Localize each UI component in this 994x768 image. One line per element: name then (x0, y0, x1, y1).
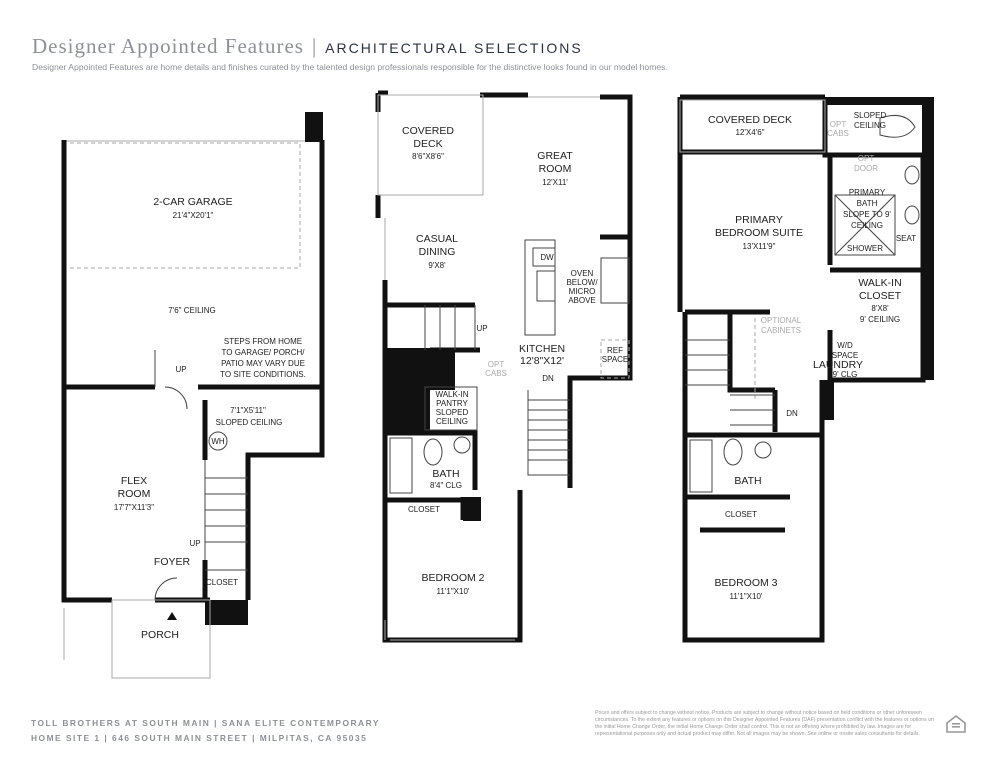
pantry-label-line: SLOPED (436, 408, 469, 417)
flex-room-name-2: ROOM (118, 488, 151, 500)
walk-in-closet-dims: 8'X8' (871, 304, 889, 313)
up-label: UP (175, 365, 186, 374)
footer-line-1: TOLL BROTHERS AT SOUTH MAIN | SANA ELITE… (31, 718, 380, 728)
dishwasher-label: DW (540, 253, 554, 262)
laundry-note: 9' CLG (833, 370, 858, 379)
opt-door-label: DOOR (854, 164, 878, 173)
garage-name: 2-CAR GARAGE (153, 196, 232, 208)
opt-cabs-label: CABS (827, 129, 849, 138)
shower-label: SHOWER (847, 244, 883, 253)
bedroom-2-dims: 11'1"X10' (437, 587, 470, 596)
flex-room-name: FLEX (121, 475, 147, 487)
primary-suite-name-2: BEDROOM SUITE (715, 227, 803, 239)
wd-space-label: W/D (837, 341, 853, 350)
opt-cabs-label: OPT (488, 360, 505, 369)
wd-space-label: SPACE (832, 351, 859, 360)
title-separator: | (311, 34, 318, 58)
porch-label: PORCH (141, 629, 179, 641)
flex-room-dims: 17'7"X11'3" (114, 503, 154, 512)
page-description: Designer Appointed Features are home det… (32, 62, 668, 72)
casual-dining-name: CASUAL (416, 233, 458, 245)
walk-in-closet-name: WALK-IN (858, 277, 901, 289)
bedroom-2-name: BEDROOM 2 (421, 572, 484, 584)
water-heater-label: WH (211, 437, 225, 446)
seat-label: SEAT (896, 234, 916, 243)
oven-label-line: BELOW/ (566, 278, 598, 287)
bath-name: BATH (432, 468, 459, 480)
bath-name: BATH (734, 475, 761, 487)
steps-note-line: PATIO MAY VARY DUE (221, 359, 305, 368)
footer-line-2: HOME SITE 1 | 646 SOUTH MAIN STREET | MI… (31, 733, 368, 743)
steps-note-line: TO SITE CONDITIONS. (220, 370, 306, 379)
bedroom-3-name: BEDROOM 3 (714, 577, 777, 589)
great-room-name-2: ROOM (539, 163, 572, 175)
kitchen-dims: 12'8"X12' (520, 355, 564, 367)
primary-bath-label: SLOPE TO 9' (843, 210, 891, 219)
steps-note-line: TO GARAGE/ PORCH/ (222, 348, 306, 357)
oven-label-line: OVEN (571, 269, 594, 278)
casual-dining-dims: 9'X8' (428, 261, 446, 270)
up-label: UP (476, 324, 487, 333)
pantry-label-line: WALK-IN (435, 390, 468, 399)
casual-dining-name-2: DINING (419, 246, 456, 258)
community-address: TOLL BROTHERS AT SOUTH MAIN | SANA ELITE… (31, 716, 380, 746)
closet-label: CLOSET (408, 505, 440, 514)
oven-label-line: ABOVE (568, 296, 596, 305)
first-floor-plan: 2-CAR GARAGE 21'4"X20'1" 7'6" CEILING ST… (61, 112, 325, 679)
opt-cabs-label: OPT (830, 120, 847, 129)
legal-disclaimer: Prices and offers subject to change with… (595, 710, 935, 737)
foyer-label: FOYER (154, 556, 191, 568)
kitchen-name: KITCHEN (519, 343, 565, 355)
bedroom-3-dims: 11'1"X10' (730, 592, 763, 601)
covered-deck-name: COVERED (402, 125, 454, 137)
garage-dims: 21'4"X20'1" (173, 211, 214, 220)
opt-door-label: OPT (858, 154, 875, 163)
equal-housing-opportunity-icon (946, 714, 966, 733)
laundry-name: LAUNDRY (813, 359, 863, 371)
up-label: UP (189, 539, 200, 548)
primary-bath-label: PRIMARY (849, 188, 886, 197)
closet-label: CLOSET (725, 510, 757, 519)
pantry-label-line: PANTRY (436, 399, 468, 408)
second-floor-plan: COVERED DECK 8'6"X8'6" GREAT ROOM 12'X11… (375, 90, 633, 643)
ref-space-label: SPACE (602, 355, 629, 364)
primary-suite-dims: 13'X11'9" (743, 242, 776, 251)
sloped-ceiling-label: SLOPED (854, 111, 887, 120)
ref-space-label: REF (607, 346, 623, 355)
primary-suite-name: PRIMARY (735, 214, 783, 226)
great-room-dims: 12'X11' (542, 178, 568, 187)
garage-ceiling: 7'6" CEILING (168, 306, 216, 315)
optional-cabinets-label: OPTIONAL (761, 316, 802, 325)
primary-bath-label: BATH (857, 199, 878, 208)
primary-bath-label: CEILING (851, 221, 883, 230)
covered-deck-dims: 12'X4'6" (735, 128, 764, 137)
down-label: DN (786, 409, 798, 418)
opt-cabs-label: CABS (485, 369, 507, 378)
title-main: Designer Appointed Features (32, 34, 304, 58)
storage-dims: 7'1"X5'11" (230, 406, 266, 415)
page-title: Designer Appointed Features | ARCHITECTURA… (32, 34, 583, 59)
covered-deck-dims: 8'6"X8'6" (412, 152, 444, 161)
sloped-ceiling-label: CEILING (854, 121, 886, 130)
down-label: DN (542, 374, 554, 383)
steps-note-line: STEPS FROM HOME (224, 337, 302, 346)
storage-note: SLOPED CEILING (216, 418, 283, 427)
walk-in-closet-name-2: CLOSET (859, 290, 902, 302)
optional-cabinets-label: CABINETS (761, 326, 801, 335)
covered-deck-name-2: DECK (413, 138, 442, 150)
covered-deck-name: COVERED DECK (708, 114, 792, 126)
pantry-label-line: CEILING (436, 417, 468, 426)
third-floor-plan: COVERED DECK 12'X4'6" OPT CABS SLOPED CE… (677, 94, 934, 643)
oven-label-line: MICRO (569, 287, 596, 296)
great-room-name: GREAT (537, 150, 573, 162)
closet-label: CLOSET (206, 578, 238, 587)
title-subtitle: ARCHITECTURAL SELECTIONS (325, 40, 583, 56)
walk-in-closet-note: 9' CEILING (860, 315, 900, 324)
bath-note: 8'4" CLG (430, 481, 462, 490)
